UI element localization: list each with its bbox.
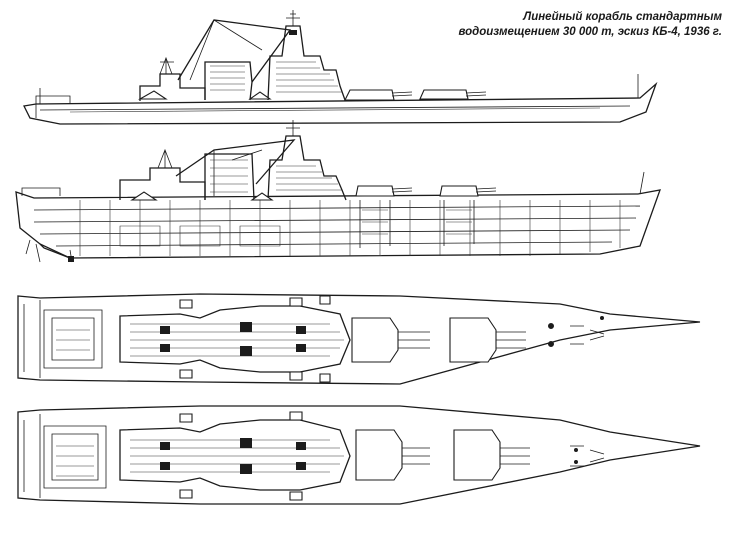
caption-line-1: Линейный корабль стандартным [523,11,722,23]
outboard-profile-view [23,10,658,125]
deck-plan-lower [17,405,701,505]
drawing-caption: Линейный корабль стандартным водоизмещен… [412,10,722,40]
caption-line-2: водоизмещением 30 000 т, эскиз КБ-4, 193… [458,26,722,38]
deck-plan-upper [17,293,701,385]
inboard-profile-view [15,120,661,263]
